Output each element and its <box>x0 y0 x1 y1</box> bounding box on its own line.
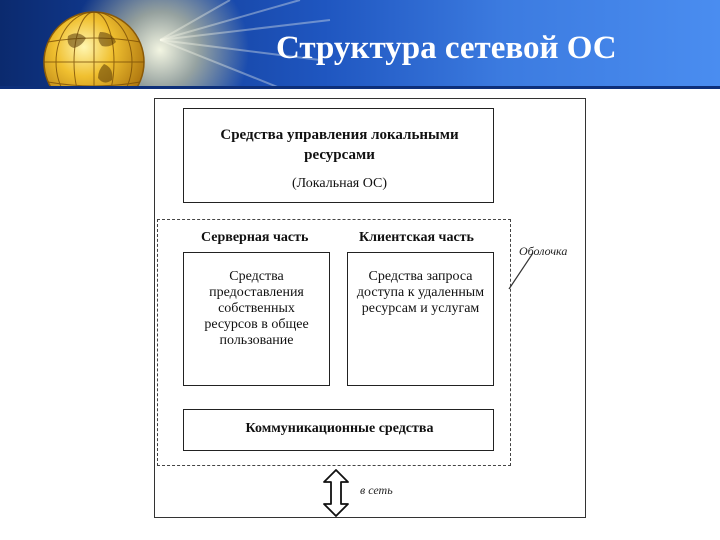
server-part-box: Средства предоставления собственных ресу… <box>183 252 330 386</box>
header-divider <box>0 86 720 89</box>
client-part-text: Средства запроса доступа к удаленным рес… <box>356 269 485 316</box>
globe-icon <box>43 11 145 88</box>
local-resources-title: Средства управления локальными ресурсами <box>220 127 459 163</box>
local-resources-box: Средства управления локальными ресурсами… <box>183 108 494 203</box>
communication-box: Коммуникационные средства <box>183 409 494 451</box>
light-rays <box>159 0 331 88</box>
client-part-heading: Клиентская часть <box>359 230 474 245</box>
communication-text: Коммуникационные средства <box>245 421 434 436</box>
header-banner: Структура сетевой ОС <box>0 0 720 88</box>
client-part-box: Средства запроса доступа к удаленным рес… <box>347 252 494 386</box>
slide-title: Структура сетевой ОС <box>276 30 617 66</box>
local-os-note: (Локальная ОС) <box>291 176 388 191</box>
shell-dashed-frame <box>157 219 511 466</box>
double-arrow-icon <box>323 469 349 517</box>
network-os-diagram: Средства управления локальными ресурсами… <box>154 98 586 518</box>
shell-pointer-line <box>508 252 534 290</box>
shell-label: Оболочка <box>519 244 568 258</box>
server-part-heading: Серверная часть <box>201 230 309 245</box>
server-part-text: Средства предоставления собственных ресу… <box>204 269 309 348</box>
network-label: в сеть <box>360 483 393 497</box>
